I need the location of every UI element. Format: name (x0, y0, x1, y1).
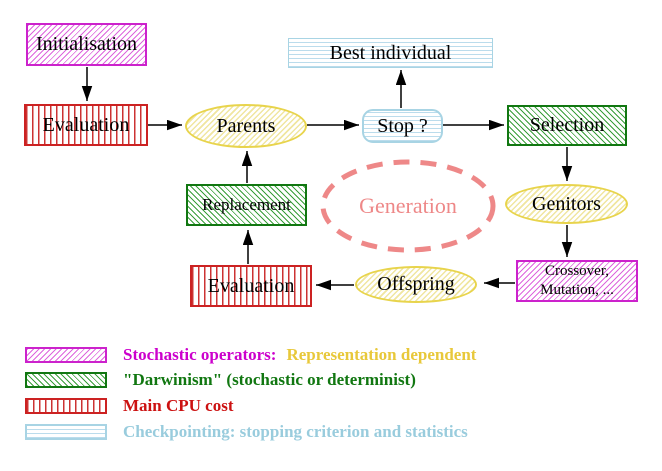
legend-swatch-magenta-hatch (25, 347, 107, 363)
legend-text-darwinism: "Darwinism" (stochastic or determinist) (123, 370, 416, 389)
node-replacement-label: Replacement (202, 195, 291, 214)
node-stop: Stop ? (362, 109, 443, 143)
node-evaluation-top: Evaluation (24, 104, 148, 146)
legend-text-cpu-cost: Main CPU cost (123, 396, 234, 415)
legend-row-cpu-cost: Main CPU cost (25, 396, 233, 416)
legend-swatch-red-stripes (25, 398, 107, 414)
legend-row-stochastic: Stochastic operators: Representation dep… (25, 345, 476, 365)
node-evaluation-top-label: Evaluation (42, 113, 130, 136)
node-initialisation: Initialisation (26, 23, 147, 66)
node-best-individual: Best individual (288, 38, 493, 68)
legend-row-darwinism: "Darwinism" (stochastic or determinist) (25, 370, 416, 390)
legend-row-checkpointing: Checkpointing: stopping criterion and st… (25, 422, 468, 442)
node-replacement: Replacement (186, 184, 307, 226)
node-offspring: Offspring (355, 266, 477, 303)
node-offspring-label: Offspring (377, 273, 455, 295)
legend-swatch-cyan-stripes (25, 424, 107, 440)
node-genitors: Genitors (505, 184, 628, 224)
node-stop-label: Stop ? (377, 114, 428, 137)
generation-label: Generation (359, 193, 457, 218)
node-selection: Selection (507, 105, 627, 146)
node-best-individual-label: Best individual (329, 41, 452, 64)
node-initialisation-label: Initialisation (35, 33, 138, 55)
node-crossover-mutation: Crossover, Mutation, ... (516, 260, 638, 302)
legend-swatch-green-hatch (25, 372, 107, 388)
node-crossover-line2: Mutation, ... (540, 282, 614, 298)
node-parents-label: Parents (216, 114, 276, 137)
legend-text-checkpointing: Checkpointing: stopping criterion and st… (123, 422, 468, 441)
node-evaluation-bottom-label: Evaluation (207, 274, 295, 297)
legend-text-stochastic: Stochastic operators: (123, 345, 277, 364)
node-crossover-line1: Crossover, (545, 263, 609, 280)
legend-text-representation: Representation dependent (286, 345, 477, 364)
node-parents: Parents (185, 104, 307, 148)
node-genitors-label: Genitors (532, 192, 601, 215)
node-evaluation-bottom: Evaluation (190, 265, 312, 307)
node-selection-label: Selection (529, 114, 605, 136)
